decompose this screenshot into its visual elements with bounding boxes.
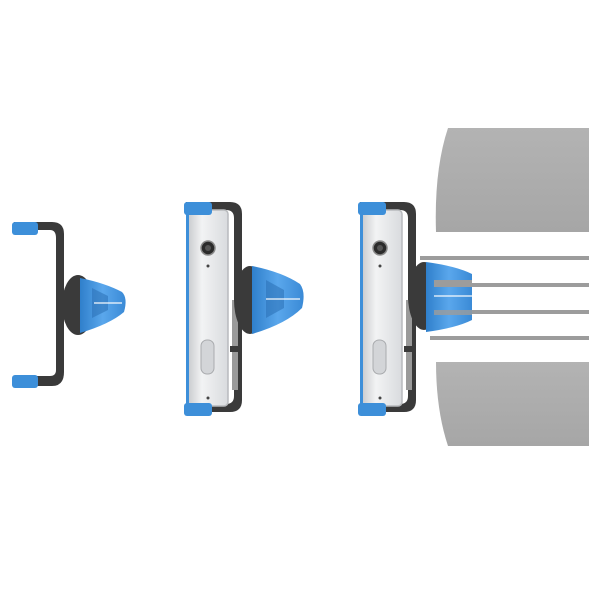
car-air-vent — [420, 128, 589, 446]
holder-top-grip — [358, 202, 386, 215]
holder-step-2 — [184, 202, 304, 416]
holder-top-grip — [184, 202, 212, 215]
mic-hole-icon — [378, 264, 382, 268]
holder-bracket — [360, 202, 416, 412]
phone — [187, 209, 229, 407]
vent-lower-plate — [436, 362, 589, 446]
vent-slat — [420, 283, 589, 287]
vent-upper-plate — [435, 128, 589, 232]
holder-bracket — [186, 202, 242, 412]
holder-top-grip — [12, 222, 38, 235]
phone — [361, 209, 403, 407]
side-button — [372, 339, 387, 375]
holder-step-3 — [358, 202, 472, 416]
holder-bottom-grip — [184, 403, 212, 416]
holder-bottom-grip — [358, 403, 386, 416]
mic-hole-icon — [206, 264, 210, 268]
vent-slat — [420, 310, 589, 314]
holder-bracket — [14, 222, 64, 386]
holder-step-1 — [12, 222, 126, 388]
holder-bottom-grip — [12, 375, 38, 388]
side-button — [200, 339, 215, 375]
vent-slat — [420, 256, 589, 260]
vent-slat — [430, 336, 589, 340]
